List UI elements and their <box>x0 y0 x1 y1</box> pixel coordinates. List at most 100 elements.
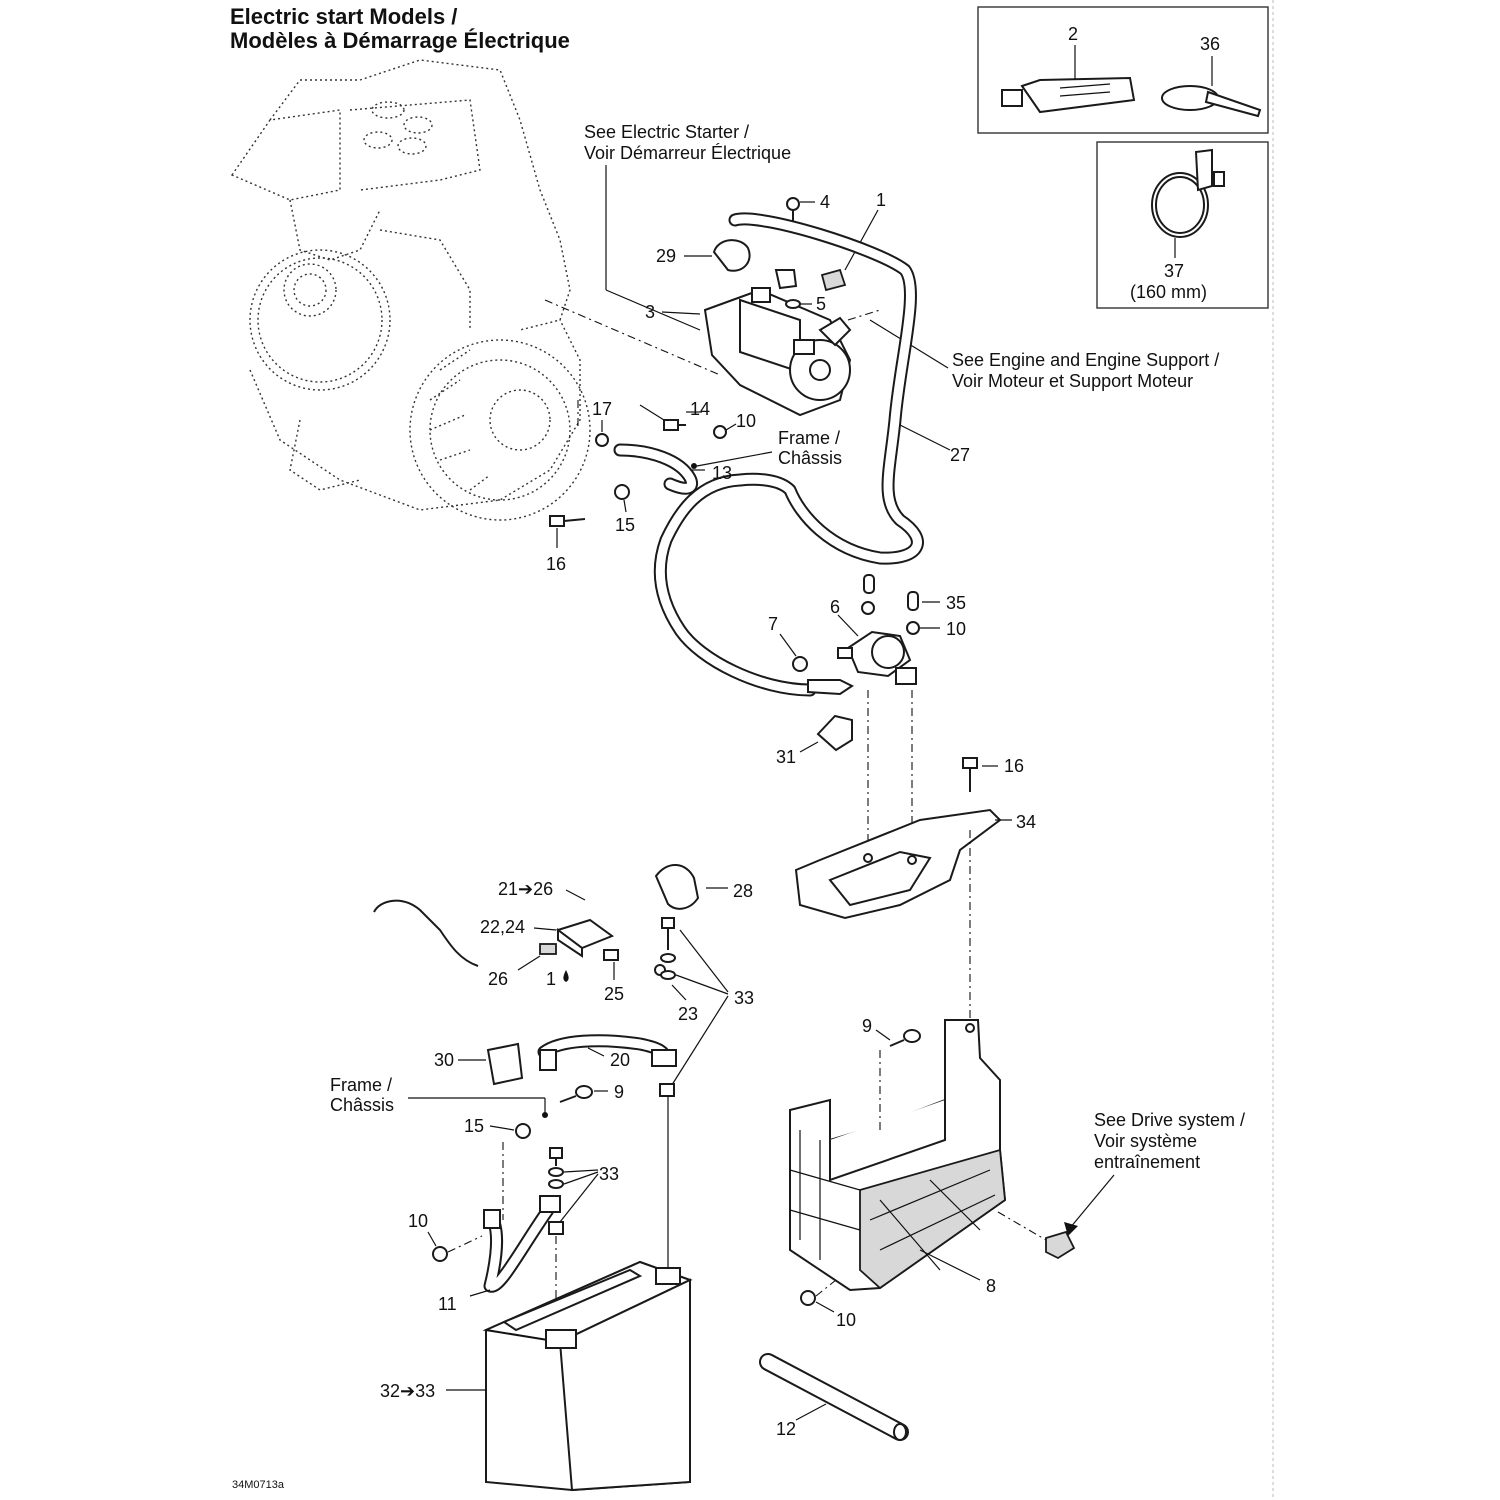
note-frame-1-line-1: Frame / <box>778 428 840 448</box>
callout-31: 31 <box>776 747 796 767</box>
inset-box-clamp: 37 (160 mm) <box>1096 141 1269 309</box>
note-drive-line-3: entraînement <box>1094 1152 1200 1172</box>
bolt-33b <box>548 1147 564 1235</box>
callout-33b: 33 <box>599 1164 619 1184</box>
note-frame-1-line-2: Châssis <box>778 448 842 468</box>
boot-30 <box>486 1042 524 1086</box>
callout-17: 17 <box>592 399 612 419</box>
callout-10c: 10 <box>408 1211 428 1231</box>
callout-13: 13 <box>712 463 732 483</box>
washer-15a <box>614 484 630 500</box>
callout-1: 1 <box>876 190 886 210</box>
callout-2: 2 <box>1068 24 1078 44</box>
washer-5 <box>785 299 801 309</box>
callout-25: 25 <box>604 984 624 1004</box>
nut-10c <box>432 1246 448 1262</box>
callout-33a: 33 <box>734 988 754 1008</box>
callout-16b: 16 <box>1004 756 1024 776</box>
callout-26: 26 <box>488 969 508 989</box>
boot-1 <box>820 268 847 292</box>
callout-27: 27 <box>950 445 970 465</box>
ground-cable-13 <box>613 443 698 495</box>
callout-34: 34 <box>1016 812 1036 832</box>
bolt-9a <box>889 1029 921 1047</box>
sealant-tube <box>1001 76 1136 114</box>
callout-9b: 9 <box>614 1082 624 1102</box>
callout-15a: 15 <box>615 515 635 535</box>
nut-7 <box>792 656 808 672</box>
starter-motor <box>703 287 852 417</box>
solenoid-6 <box>837 630 917 685</box>
cable-20 <box>537 1034 677 1071</box>
callout-36: 36 <box>1200 34 1220 54</box>
tube-12 <box>759 1353 909 1441</box>
callout-14: 14 <box>690 399 710 419</box>
callout-22: 22,24 <box>480 917 525 937</box>
callout-23: 23 <box>678 1004 698 1024</box>
callout-7: 7 <box>768 614 778 634</box>
cable-11 <box>483 1195 561 1293</box>
callout-8: 8 <box>986 1276 996 1296</box>
note-engine-line-1: See Engine and Engine Support / <box>952 350 1219 370</box>
bolt-16b <box>962 757 978 792</box>
note-frame-2-line-2: Châssis <box>330 1095 394 1115</box>
clamp-size: (160 mm) <box>1130 282 1207 302</box>
note-frame-2-line-1: Frame / <box>330 1075 392 1095</box>
callout-21: 21➔26 <box>498 879 553 899</box>
cap-35a <box>863 574 875 594</box>
title-line-2: Modèles à Démarrage Électrique <box>230 28 570 53</box>
bolt-14 <box>663 419 686 431</box>
fuse-25 <box>603 949 619 961</box>
nut-10d <box>800 1290 816 1306</box>
cable-tie <box>1161 85 1262 118</box>
fuse-26 <box>539 943 557 955</box>
note-drive-line-2: Voir système <box>1094 1131 1197 1151</box>
bolt-16a <box>549 515 586 527</box>
hose-clamp <box>1151 148 1225 238</box>
boot-31 <box>816 714 853 752</box>
cable-27 <box>653 212 924 697</box>
callout-12: 12 <box>776 1419 796 1439</box>
callout-35: 35 <box>946 593 966 613</box>
callout-1b: 1 <box>546 969 556 989</box>
bolt-9b <box>559 1085 593 1103</box>
callout-6: 6 <box>830 597 840 617</box>
callout-5: 5 <box>816 294 826 314</box>
cap-35b <box>907 591 919 611</box>
callout-4: 4 <box>820 192 830 212</box>
callout-29: 29 <box>656 246 676 266</box>
note-drive-line-1: See Drive system / <box>1094 1110 1245 1130</box>
washer-17 <box>595 433 609 447</box>
callout-10a: 10 <box>736 411 756 431</box>
inset-box-accessories: 2 36 <box>977 6 1269 134</box>
note-starter-line-1: See Electric Starter / <box>584 122 749 142</box>
callout-28: 28 <box>733 881 753 901</box>
callout-16a: 16 <box>546 554 566 574</box>
title-line-1: Electric start Models / <box>230 4 457 29</box>
drive-fastener <box>1045 1230 1076 1260</box>
note-starter-line-2: Voir Démarreur Électrique <box>584 143 791 163</box>
callout-10d: 10 <box>836 1310 856 1330</box>
battery-box-8 <box>789 1019 1007 1292</box>
washer-15b <box>515 1123 531 1139</box>
nut-10b <box>906 621 920 635</box>
battery <box>482 1260 693 1492</box>
cap-29 <box>712 239 751 272</box>
callout-32: 32➔33 <box>380 1381 435 1401</box>
callout-3: 3 <box>645 302 655 322</box>
callout-11: 11 <box>438 1294 457 1314</box>
bolt-33a <box>660 917 676 980</box>
callout-10b: 10 <box>946 619 966 639</box>
callout-9a: 9 <box>862 1016 872 1036</box>
callout-30: 30 <box>434 1050 454 1070</box>
callout-37: 37 <box>1164 261 1184 281</box>
nut-10a <box>713 425 727 439</box>
note-engine-line-2: Voir Moteur et Support Moteur <box>952 371 1193 391</box>
boot-28 <box>654 864 700 910</box>
drawing-code: 34M0713a <box>232 1479 285 1491</box>
bracket-34 <box>794 808 1002 920</box>
callout-15b: 15 <box>464 1116 484 1136</box>
fuse-holder <box>373 899 615 967</box>
engine-phantom <box>230 59 591 521</box>
